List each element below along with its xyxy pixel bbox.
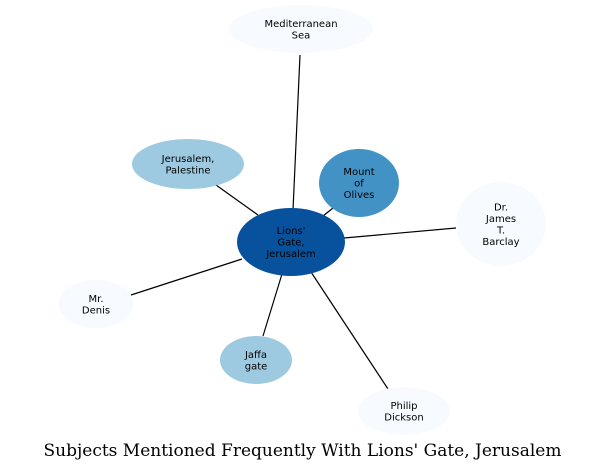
node-shape-jaffa-gate xyxy=(220,336,292,384)
node-label-center: Lions' xyxy=(277,226,306,237)
node-label-james-barclay: Dr. xyxy=(494,202,508,213)
node-label-james-barclay: James xyxy=(485,214,516,225)
node-shape-philip-dickson xyxy=(358,387,450,435)
node-shape-mount-of-olives xyxy=(319,149,399,217)
node-label-mediterranean: Sea xyxy=(292,30,311,41)
edge-center-mediterranean xyxy=(292,54,301,211)
edge-center-mr-denis xyxy=(130,258,243,296)
node-label-mr-denis: Denis xyxy=(82,305,110,316)
edge-center-jaffa-gate xyxy=(262,273,283,337)
edges-layer xyxy=(130,54,457,390)
node-label-mount-of-olives: Olives xyxy=(344,190,375,201)
edge-center-james-barclay xyxy=(343,227,457,239)
node-mr-denis: Mr.Denis xyxy=(59,280,133,328)
node-label-center: Jerusalem xyxy=(265,249,316,260)
node-shape-james-barclay xyxy=(456,182,546,266)
node-jerusalem-palestine: Jerusalem,Palestine xyxy=(132,139,244,189)
node-shape-jerusalem-palestine xyxy=(132,139,244,189)
node-shape-mediterranean xyxy=(229,5,373,53)
node-label-mediterranean: Mediterranean xyxy=(264,19,337,30)
node-label-philip-dickson: Philip xyxy=(390,401,417,412)
edge-center-jerusalem-palestine xyxy=(215,184,259,216)
diagram-title: Subjects Mentioned Frequently With Lions… xyxy=(43,441,562,461)
node-label-jaffa-gate: gate xyxy=(245,361,268,372)
node-label-james-barclay: Barclay xyxy=(482,237,519,248)
node-label-jerusalem-palestine: Palestine xyxy=(165,165,210,176)
node-label-jaffa-gate: Jaffa xyxy=(244,350,267,361)
node-label-mr-denis: Mr. xyxy=(89,294,104,305)
node-label-james-barclay: T. xyxy=(496,225,505,236)
edge-center-mount-of-olives xyxy=(322,207,334,217)
node-label-mount-of-olives: of xyxy=(354,179,364,190)
node-label-center: Gate, xyxy=(277,238,304,249)
node-label-philip-dickson: Dickson xyxy=(384,412,423,423)
node-shape-center xyxy=(237,208,345,276)
node-center: Lions'Gate,Jerusalem xyxy=(237,208,345,276)
node-label-jerusalem-palestine: Jerusalem, xyxy=(161,154,215,165)
node-label-mount-of-olives: Mount xyxy=(343,167,374,178)
node-shape-mr-denis xyxy=(59,280,133,328)
edge-center-philip-dickson xyxy=(310,271,389,390)
